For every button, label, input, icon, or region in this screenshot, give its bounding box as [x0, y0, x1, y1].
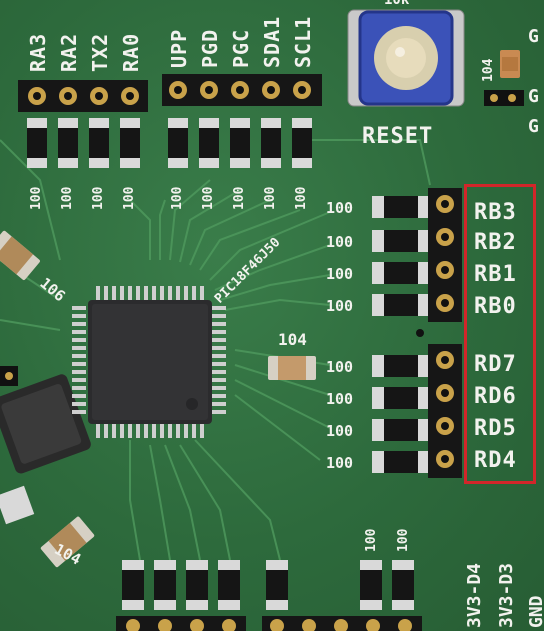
- label-pgd: PGD: [198, 28, 222, 68]
- edge-letter: G: [528, 116, 539, 137]
- resistors-b: [372, 196, 430, 316]
- label-ra3: RA3: [26, 32, 50, 72]
- traces: [0, 139, 431, 561]
- label-rd5: RD5: [474, 416, 517, 441]
- label-rb3: RB3: [474, 200, 517, 225]
- res-label: 100: [326, 454, 354, 472]
- label-scl1: SCL1: [291, 15, 315, 68]
- header-rd: [428, 344, 462, 478]
- res-label: 100: [294, 186, 309, 210]
- res-label: 100: [232, 186, 247, 210]
- reset-label: RESET: [362, 124, 434, 149]
- pot-label: 10k: [384, 0, 410, 8]
- header-ra: [18, 80, 148, 112]
- res-label: 100: [326, 199, 354, 217]
- label-pgc: PGC: [229, 28, 253, 68]
- label-ra2: RA2: [57, 32, 81, 72]
- capacitor-bl: [40, 516, 95, 568]
- res-label: 100: [170, 186, 185, 210]
- header-prog: [162, 74, 322, 106]
- inductor: [0, 374, 91, 474]
- res-label: 100: [326, 297, 354, 315]
- res-label: 100: [326, 265, 354, 283]
- res-label: 100: [396, 528, 411, 552]
- label-rb2: RB2: [474, 230, 517, 255]
- highlight-box: [464, 184, 536, 484]
- potentiometer: [347, 9, 465, 107]
- edge-letter: G: [528, 26, 539, 47]
- res-label: 100: [326, 358, 354, 376]
- resistors-top: [27, 118, 312, 168]
- label-upp: UPP: [167, 28, 191, 68]
- res-label: 100: [201, 186, 216, 210]
- res-label: 100: [122, 186, 137, 210]
- edge-letter: G: [528, 86, 539, 107]
- cap-left-bottom: [0, 485, 35, 525]
- res-label: 100: [60, 186, 75, 210]
- microcontroller: [72, 286, 226, 438]
- label-3v3-d4: 3V3-D4: [464, 562, 485, 628]
- label-3v3-d3: 3V3-D3: [496, 562, 517, 628]
- header-rb: [428, 188, 462, 322]
- label-sda1: SDA1: [260, 15, 284, 68]
- capacitor-mid: [268, 356, 316, 380]
- capacitor-left: [0, 230, 40, 280]
- label-rb1: RB1: [474, 262, 517, 287]
- res-label: 100: [91, 186, 106, 210]
- label-rd6: RD6: [474, 384, 517, 409]
- via: [416, 329, 424, 337]
- label-tx2: TX2: [88, 32, 112, 72]
- res-label: 100: [326, 422, 354, 440]
- resistors-bottom: [122, 560, 414, 610]
- label-gnd: GND: [526, 595, 544, 628]
- cap-label-mid: 104: [278, 330, 307, 349]
- res-label: 100: [263, 186, 278, 210]
- header-bottom: [116, 616, 422, 631]
- resistors-d: [372, 355, 430, 473]
- res-label: 100: [364, 528, 379, 552]
- res-label: 100: [326, 390, 354, 408]
- label-ra0: RA0: [119, 32, 143, 72]
- res-label: 100: [29, 186, 44, 210]
- res-label: 100: [326, 233, 354, 251]
- label-rd4: RD4: [474, 448, 517, 473]
- label-rb0: RB0: [474, 294, 517, 319]
- label-rd7: RD7: [474, 352, 517, 377]
- cap-label-tr: 104: [481, 58, 496, 82]
